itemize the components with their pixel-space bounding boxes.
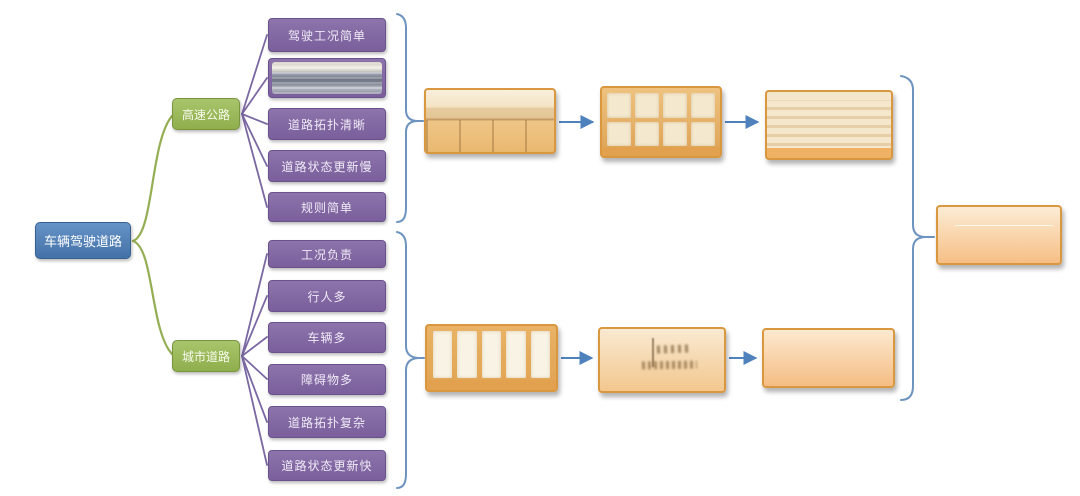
highway-image-node	[268, 58, 386, 98]
attr-label: 驾驶工况简单	[287, 28, 366, 43]
urban-attr-obstacles: 障碍物多	[268, 364, 386, 395]
scribble-annotation-photo	[598, 327, 726, 393]
attr-label: 行人多	[307, 289, 347, 304]
highway-photo-thumbnail	[272, 62, 382, 94]
attr-label: 规则简单	[300, 200, 353, 215]
urban-attr-vehicles: 车辆多	[268, 322, 386, 353]
connector-root-urban	[131, 239, 174, 356]
attr-label: 工况负责	[300, 247, 353, 262]
highway-attr-update-slow: 道路状态更新慢	[268, 150, 386, 182]
highway-attr-rules-simple: 规则简单	[268, 192, 386, 222]
urban-attr-topology-complex: 道路拓扑复杂	[268, 406, 386, 438]
root-branch-connectors	[131, 114, 174, 356]
document-columns	[433, 331, 550, 378]
connector-root-highway	[131, 114, 174, 243]
root-node-label: 车辆驾驶道路	[43, 234, 122, 249]
attr-label: 道路拓扑清晰	[287, 117, 366, 132]
result-brace	[900, 75, 935, 401]
attr-label: 道路拓扑复杂	[287, 415, 366, 430]
highway-attr-driving-condition: 驾驶工况简单	[268, 18, 386, 52]
branch-node-urban: 城市道路	[172, 340, 240, 372]
urban-attr-update-fast: 道路状态更新快	[268, 450, 386, 481]
urban-attr-condition: 工况负责	[268, 240, 386, 268]
road-scene-photo	[424, 88, 556, 154]
highway-attribute-connectors	[241, 34, 268, 208]
attr-label: 道路状态更新慢	[281, 159, 373, 174]
handwritten-notes-photo	[765, 90, 893, 160]
urban-attribute-connectors	[241, 253, 268, 466]
attr-label: 道路状态更新快	[281, 459, 373, 473]
branch-node-highway: 高速公路	[172, 98, 240, 130]
branch-urban-label: 城市道路	[181, 349, 230, 364]
highway-attr-topology: 道路拓扑清晰	[268, 108, 386, 140]
collage-grid	[607, 93, 715, 146]
attr-label: 障碍物多	[300, 373, 353, 387]
highway-brace	[396, 13, 424, 223]
root-node: 车辆驾驶道路	[35, 222, 131, 259]
image-grid-collage	[600, 86, 722, 158]
branch-highway-label: 高速公路	[181, 107, 230, 122]
document-columns-photo	[425, 324, 558, 392]
urban-attr-pedestrians: 行人多	[268, 280, 386, 312]
result-panel	[936, 205, 1062, 265]
urban-brace	[396, 231, 425, 489]
attr-label: 车辆多	[307, 331, 347, 345]
blank-panel	[762, 328, 895, 388]
